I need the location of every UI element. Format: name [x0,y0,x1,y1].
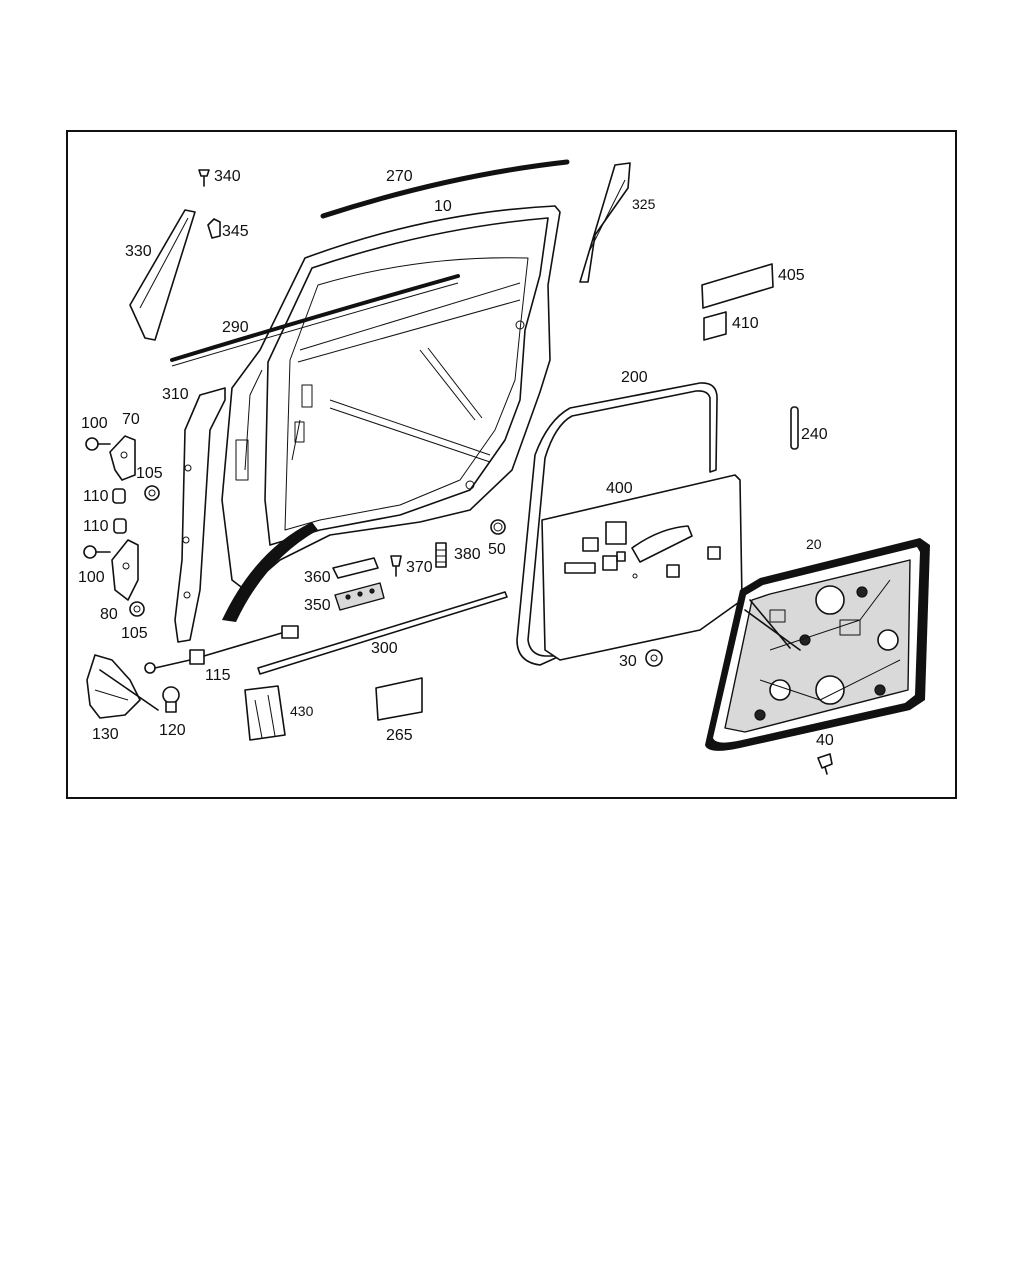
label-360: 360 [304,569,331,586]
part-345-clip[interactable] [207,218,221,239]
label-200: 200 [621,369,648,386]
part-110-bushing-lower[interactable] [113,518,127,534]
part-360-pad[interactable] [332,557,379,579]
part-70-hinge-upper[interactable] [109,435,136,481]
part-405-pad[interactable] [701,263,774,309]
label-30: 30 [619,653,637,670]
label-40: 40 [816,732,834,749]
part-100-bolt-upper[interactable] [85,437,111,451]
part-105-nut-upper[interactable] [144,485,160,501]
part-290-belt-molding[interactable] [170,274,460,367]
label-110-upper: 110 [83,488,109,505]
label-400: 400 [606,480,633,497]
label-310: 310 [162,386,189,403]
part-410-pad[interactable] [703,311,727,341]
label-110-lower: 110 [83,518,109,535]
label-370: 370 [406,559,433,576]
part-300-rod[interactable] [257,591,508,675]
label-100-upper: 100 [81,415,108,432]
label-120: 120 [159,722,186,739]
part-110-bushing-upper[interactable] [112,488,126,504]
part-10-door-shell[interactable] [221,205,561,591]
label-345: 345 [222,223,249,240]
part-430-bracket[interactable] [244,685,286,741]
part-330-window-channel[interactable] [129,209,196,341]
label-105-upper: 105 [136,465,163,482]
part-100-bolt-lower[interactable] [83,545,111,559]
part-105-nut-lower[interactable] [129,601,145,617]
part-20-door-module[interactable] [705,538,930,751]
part-50-plug[interactable] [490,519,506,535]
part-80-hinge-lower[interactable] [111,539,139,601]
label-300: 300 [371,640,398,657]
label-100-lower: 100 [78,569,105,586]
label-430: 430 [290,703,314,719]
label-130: 130 [92,726,119,743]
part-310-trim-panel[interactable] [174,387,226,643]
label-290: 290 [222,319,249,336]
part-400-inner-panel[interactable] [541,474,743,661]
label-410: 410 [732,315,759,332]
label-240: 240 [801,426,828,443]
label-380: 380 [454,546,481,563]
label-105-lower: 105 [121,625,148,642]
part-350-block[interactable] [334,582,385,611]
label-70: 70 [122,411,140,428]
part-270-seal-strip[interactable] [320,159,570,219]
label-115: 115 [205,667,231,684]
part-30-grommet[interactable] [645,649,663,667]
label-10: 10 [434,198,452,215]
part-115-cable[interactable] [144,625,299,674]
label-330: 330 [125,243,152,260]
part-340-screw[interactable] [198,169,210,187]
part-40-screw[interactable] [817,753,833,775]
label-350: 350 [304,597,331,614]
label-325: 325 [632,196,656,212]
part-200-door-seal[interactable] [516,382,718,666]
label-405: 405 [778,267,805,284]
part-265-pad[interactable] [375,677,423,721]
label-80: 80 [100,606,118,623]
label-340: 340 [214,168,241,185]
part-120-ball-stud[interactable] [162,686,180,713]
part-130-door-check[interactable] [86,654,159,719]
label-50: 50 [488,541,506,558]
part-370-clip[interactable] [390,555,402,577]
label-20: 20 [806,536,822,552]
label-265: 265 [386,727,413,744]
part-240-pin[interactable] [790,406,799,450]
door-seal-band [222,522,318,622]
part-325-window-channel[interactable] [579,162,631,283]
part-380-bolt[interactable] [435,542,447,568]
label-270: 270 [386,168,413,185]
